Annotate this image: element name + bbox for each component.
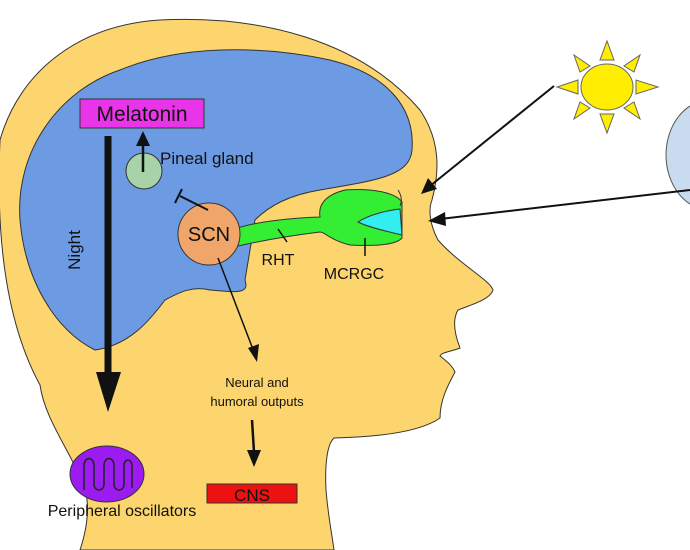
pineal-arrow-head — [136, 131, 150, 146]
rht-pointer — [277, 228, 288, 243]
cns-arrow-head — [247, 450, 261, 467]
inhibition-line — [179, 195, 209, 211]
outputs-label-line1: Neural and — [225, 375, 289, 390]
oscillation-wave-icon — [83, 457, 133, 491]
output-arrow-shaft — [217, 257, 255, 353]
eye-retina — [357, 208, 403, 236]
moon-icon — [665, 105, 690, 205]
peripheral-oscillator — [69, 445, 145, 503]
melatonin-box — [79, 98, 205, 129]
cns-arrow-shaft — [250, 419, 256, 453]
melatonin-label: Melatonin — [96, 103, 187, 126]
peripheral-label: Peripheral oscillators — [48, 503, 197, 520]
sunlight-arrow — [429, 85, 555, 187]
scn-label: SCN — [188, 224, 230, 246]
retinohypothalamic-tract — [237, 189, 403, 247]
moonlight-arrow — [439, 189, 690, 220]
sunlight-arrow-head — [421, 178, 437, 194]
scn-node — [177, 202, 241, 266]
mcrgc-label: MCRGC — [324, 266, 384, 283]
pineal-gland-label: Pineal gland — [160, 149, 254, 168]
output-arrow-head — [248, 344, 259, 362]
cns-label: CNS — [234, 486, 270, 505]
cns-box — [206, 483, 298, 504]
night-label: Night — [65, 230, 84, 270]
rht-label: RHT — [262, 252, 295, 269]
inhibition-bar — [174, 188, 183, 204]
eye-lid-line — [397, 189, 402, 207]
moonlight-arrow-head — [428, 212, 446, 226]
sun-icon — [555, 39, 660, 135]
outputs-label-line2: humoral outputs — [210, 394, 304, 409]
night-arrow-head — [96, 372, 121, 412]
